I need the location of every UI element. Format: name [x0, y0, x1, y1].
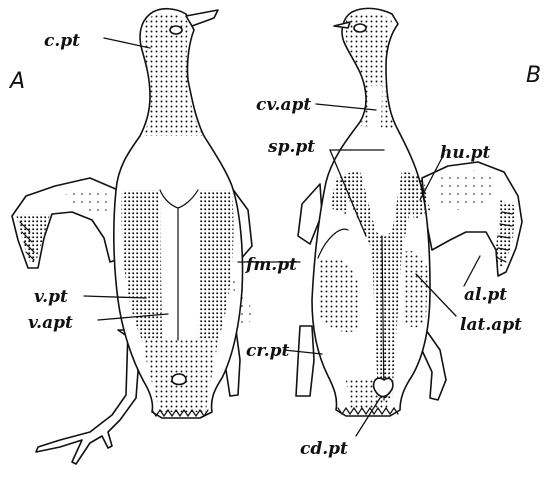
label-c-pt: c.pt	[44, 31, 80, 51]
panel-label-a: A	[8, 69, 25, 94]
leader-al-pt	[464, 256, 480, 286]
labels: A B c.pt cv.apt sp.pt hu.pt fm.pt v.pt v…	[8, 31, 541, 459]
label-lat-apt: lat.apt	[460, 315, 522, 335]
label-sp-pt: sp.pt	[267, 137, 315, 157]
label-v-apt: v.apt	[28, 313, 73, 333]
label-fm-pt: fm.pt	[245, 255, 297, 275]
label-al-pt: al.pt	[464, 285, 507, 305]
label-v-pt: v.pt	[34, 287, 68, 307]
bird-figure-a	[12, 9, 252, 464]
beak-a	[186, 10, 218, 26]
panel-label-b: B	[526, 63, 541, 88]
bird-figure-b	[296, 8, 522, 416]
beak-b	[334, 22, 350, 28]
vent-a	[172, 374, 186, 385]
left-leg-b	[296, 326, 314, 396]
label-hu-pt: hu.pt	[440, 143, 491, 163]
label-cd-pt: cd.pt	[300, 439, 348, 459]
label-cv-apt: cv.apt	[256, 95, 311, 115]
left-leg-a	[36, 330, 140, 464]
label-cr-pt: cr.pt	[246, 341, 290, 361]
eye-a	[170, 26, 182, 34]
eye-b	[354, 24, 366, 32]
femoral-tract-right-b	[404, 251, 428, 328]
